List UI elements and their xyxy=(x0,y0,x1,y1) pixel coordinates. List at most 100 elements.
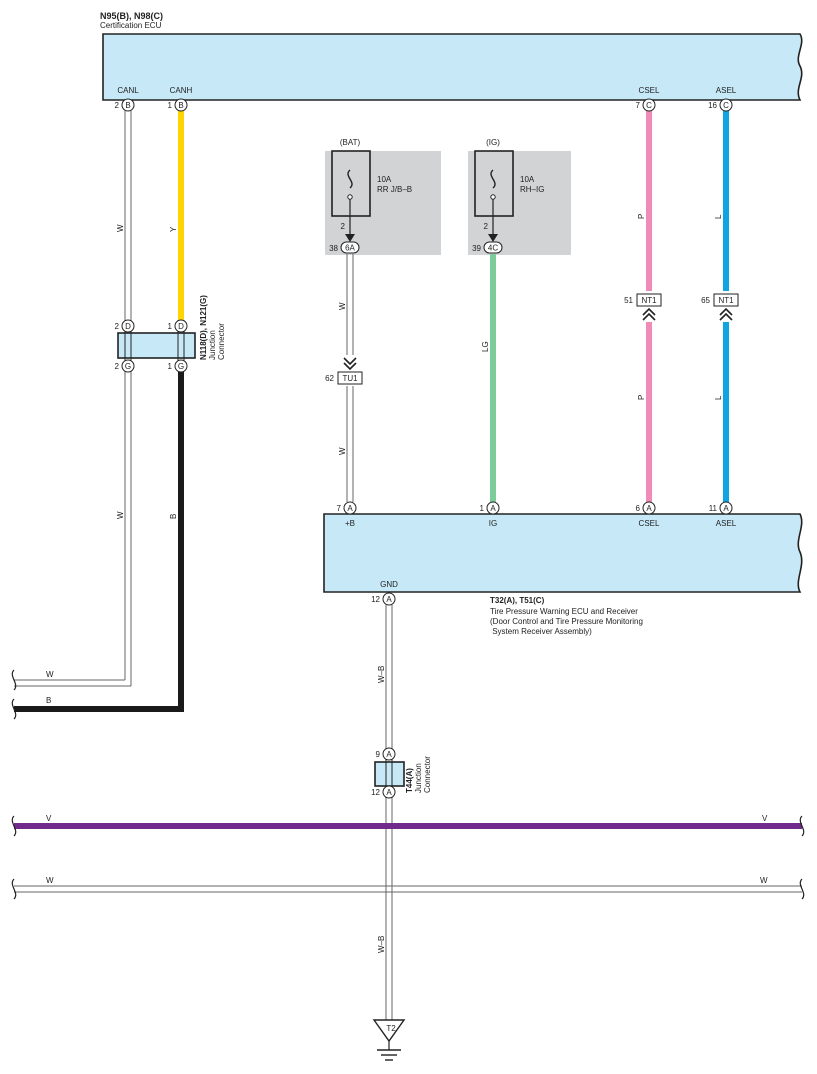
pin-asel-b-num: 11 xyxy=(709,504,718,513)
fuse-ig-bg xyxy=(468,151,571,255)
wl-v-left: V xyxy=(46,814,52,823)
inline-nt1-csel-code: NT1 xyxy=(641,296,657,305)
pin-plusb-conn: A xyxy=(347,504,353,513)
pin-j1-top-l-num: 2 xyxy=(115,322,120,331)
fuse-bat-node xyxy=(347,194,353,200)
wire-white-horizontal xyxy=(14,885,802,893)
fuse-ig-source: (IG) xyxy=(486,138,500,147)
pin-j1-top-l-conn: D xyxy=(125,322,131,331)
wl-canl-bot: W xyxy=(116,511,125,519)
junction-1-label: Junction xyxy=(208,330,217,360)
conn-6a-pin: 38 xyxy=(329,244,338,253)
junction-2-label: Junction xyxy=(414,763,423,793)
top-ecu-code: N95(B), N98(C) xyxy=(100,11,163,21)
wire-labels: W Y W B W W LG P P L L W–B W–B W B V V W… xyxy=(46,214,768,953)
junction-2-box xyxy=(374,761,405,787)
inline-nt1-csel: NT1 51 xyxy=(624,293,662,321)
bottom-ecu-name-2: (Door Control and Tire Pressure Monitori… xyxy=(490,617,643,626)
bottom-ecu-code: T32(A), T51(C) xyxy=(490,596,545,605)
pin-csel-b-num: 6 xyxy=(636,504,641,513)
pin-gnd-num: 12 xyxy=(371,595,380,604)
fuse-bat-frame xyxy=(331,150,371,217)
fuse-ig-symbol xyxy=(490,169,496,189)
wl-ig: LG xyxy=(481,341,490,352)
wl-bat-top: W xyxy=(338,302,347,310)
inline-tu1-pin: 62 xyxy=(325,374,334,383)
wire-bat xyxy=(346,254,354,502)
conn-6a xyxy=(340,241,360,254)
fuse-ig-frame xyxy=(474,150,514,217)
pin-j2-top-conn: A xyxy=(386,750,392,759)
pin-j1-top-r-conn: D xyxy=(178,322,184,331)
fuse-bat-name: RR J/B–B xyxy=(377,185,412,194)
wire-canh-black xyxy=(14,371,184,712)
fuse-bat-symbol xyxy=(347,169,353,189)
fuse-bat-source: (BAT) xyxy=(340,138,361,147)
term-canh: CANH xyxy=(170,86,193,95)
pin-csel-conn: C xyxy=(646,101,652,110)
pin-j1-top-r-num: 1 xyxy=(168,322,173,331)
pin-j1-bot-l-num: 2 xyxy=(115,362,120,371)
bottom-ecu-name-1: Tire Pressure Warning ECU and Receiver xyxy=(490,607,638,616)
wl-gnd-top: W–B xyxy=(377,666,386,683)
pin-markers: B 2 B 1 C 7 C 16 D 2 D 1 G 2 G 1 A 7 A 1… xyxy=(115,98,733,799)
fuse-bat-arrow xyxy=(345,234,355,242)
fuse-ig-name: RH–IG xyxy=(520,185,544,194)
pin-j1-bot-r-num: 1 xyxy=(168,362,173,371)
conn-6a-label: 6A xyxy=(345,244,355,253)
pin-j2-top-num: 9 xyxy=(376,750,381,759)
pin-ig-num: 1 xyxy=(480,504,485,513)
pin-canh-num: 1 xyxy=(168,101,173,110)
wl-csel-bot: P xyxy=(637,395,646,400)
conn-4c-label: 4C xyxy=(488,244,498,253)
inline-nt1-csel-pin: 51 xyxy=(624,296,633,305)
fuse-bat-bg xyxy=(325,151,441,255)
pin-j1-bot-l-conn: G xyxy=(125,362,131,371)
wl-asel-top: L xyxy=(714,214,723,219)
junction-2-code: T44(A) xyxy=(405,768,414,793)
fuse-ig-arrow xyxy=(488,234,498,242)
term-ig: IG xyxy=(489,519,497,528)
inline-nt1-asel-pin: 65 xyxy=(701,296,710,305)
break-marks xyxy=(11,669,805,900)
wl-left-b: B xyxy=(46,696,51,705)
conn-4c-pin: 39 xyxy=(472,244,481,253)
bottom-ecu-name-3: System Receiver Assembly) xyxy=(490,627,592,636)
fuse-ig-node xyxy=(490,194,496,200)
wl-w-right: W xyxy=(760,876,768,885)
wire-gnd xyxy=(385,605,393,1020)
term-csel-b: CSEL xyxy=(639,519,660,528)
pin-csel-b-conn: A xyxy=(646,504,652,513)
pin-canl-num: 2 xyxy=(115,101,120,110)
term-gnd: GND xyxy=(380,580,398,589)
ground-code: T2 xyxy=(386,1024,396,1033)
junction-1-code: N118(D), N121(G) xyxy=(199,295,208,360)
wl-csel-top: P xyxy=(637,214,646,219)
fuse-ig-pin: 2 xyxy=(484,222,489,231)
top-ecu-name: Certification ECU xyxy=(100,21,162,30)
wl-gnd-bot: W–B xyxy=(377,936,386,953)
term-csel: CSEL xyxy=(639,86,660,95)
pin-asel-conn: C xyxy=(723,101,729,110)
pin-asel-num: 16 xyxy=(708,101,717,110)
pin-j2-bot-conn: A xyxy=(386,788,392,797)
pin-csel-num: 7 xyxy=(636,101,641,110)
term-asel-b: ASEL xyxy=(716,519,737,528)
junction-1-box xyxy=(117,332,196,359)
bottom-ecu-box xyxy=(323,513,803,593)
wl-left-w: W xyxy=(46,670,54,679)
wire-canl xyxy=(14,111,132,687)
pin-plusb-num: 7 xyxy=(337,504,342,513)
ground-t2: T2 xyxy=(372,1019,406,1061)
fuse-bat-pin: 2 xyxy=(341,222,346,231)
pin-gnd-conn: A xyxy=(386,595,392,604)
pin-canh-conn: B xyxy=(178,101,183,110)
wl-v-right: V xyxy=(762,814,768,823)
top-ecu-box xyxy=(102,33,803,101)
wl-w-left: W xyxy=(46,876,54,885)
term-asel: ASEL xyxy=(716,86,737,95)
wl-canh-top: Y xyxy=(169,226,178,232)
inline-nt1-asel: NT1 65 xyxy=(701,293,739,321)
wl-bat-bot: W xyxy=(338,447,347,455)
